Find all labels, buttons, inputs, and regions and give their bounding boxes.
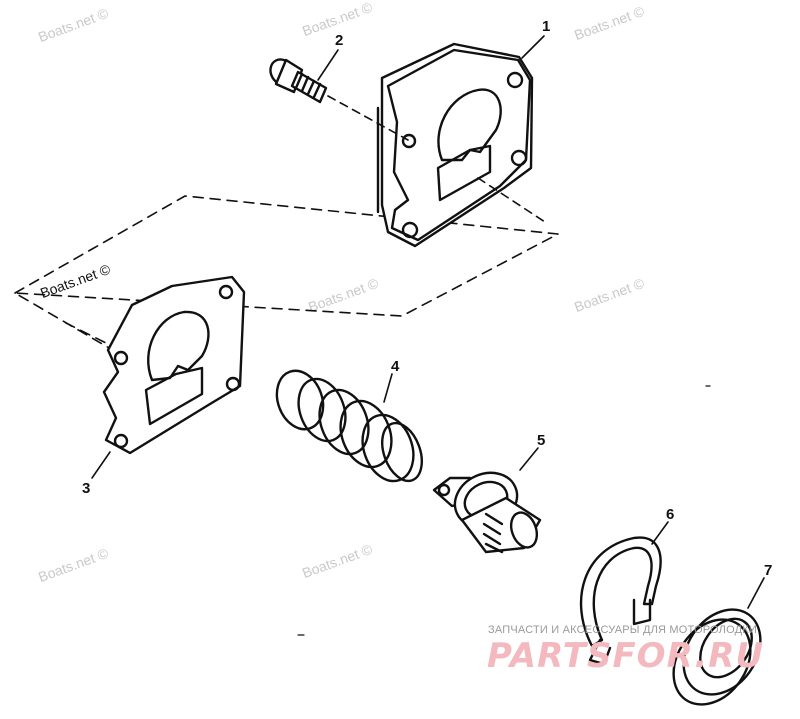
bolt	[269, 58, 328, 104]
footer-tagline: ЗАПЧАСТИ И АКСЕССУАРЫ ДЛЯ МОТОРОЛОДКИ	[488, 624, 757, 636]
seal-ring	[672, 608, 762, 706]
callout-6: 6	[666, 506, 675, 523]
thermostat	[432, 471, 542, 554]
callout-7: 7	[764, 562, 773, 579]
thermostat-housing	[376, 42, 534, 248]
callout-2: 2	[335, 32, 344, 49]
callout-3: 3	[82, 480, 91, 497]
callout-5: 5	[537, 432, 546, 449]
callout-1: 1	[542, 18, 551, 35]
alignment-dashed-line	[59, 319, 121, 351]
gasket	[102, 275, 246, 455]
callout-4: 4	[391, 358, 400, 375]
retaining-clip	[579, 536, 662, 666]
footer-logo: PARTSFOR.RU	[487, 636, 765, 676]
spring	[275, 369, 423, 483]
